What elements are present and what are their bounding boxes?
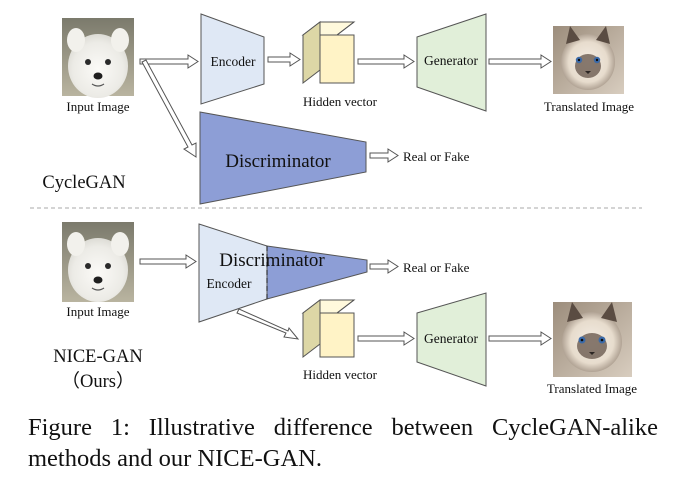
real-or-fake-label-top: Real or Fake xyxy=(403,149,470,164)
hidden-vector-cube-bottom xyxy=(301,298,356,359)
discriminator-head-bottom xyxy=(266,245,368,300)
translated-image-label-bottom: Translated Image xyxy=(547,381,637,396)
arrow-discriminator-to-output-bottom xyxy=(369,259,399,274)
input-dog-image-top xyxy=(62,18,134,98)
translated-cat-image-top xyxy=(553,26,624,94)
figure-caption: Figure 1: Illustrative difference betwee… xyxy=(28,414,658,472)
method-label-top: CycleGAN xyxy=(42,173,125,193)
arrow-discriminator-to-output-top xyxy=(369,148,399,163)
hidden-vector-label-bottom: Hidden vector xyxy=(303,367,378,382)
real-or-fake-label-bottom: Real or Fake xyxy=(403,260,470,275)
arrow-generator-to-output-top xyxy=(488,54,552,69)
method-label-bottom: NICE-GAN xyxy=(53,347,142,367)
encoder-block-bottom xyxy=(198,223,268,323)
method-sublabel-bottom: （Ours） xyxy=(62,371,135,392)
architecture-diagram: Input Image Encoder Hidden vector Genera… xyxy=(30,13,642,396)
encoder-block-top xyxy=(200,13,265,105)
discriminator-label-bottom: Discriminator xyxy=(219,250,325,271)
translated-image-label-top: Translated Image xyxy=(544,99,634,114)
arrow-generator-to-output-bottom xyxy=(488,331,552,346)
arrow-encoder-to-hidden-top xyxy=(267,52,301,67)
generator-block-bottom xyxy=(416,292,487,387)
input-image-label-top: Input Image xyxy=(66,99,129,114)
arrow-hidden-to-generator-bottom xyxy=(357,331,415,346)
encoder-label-top: Encoder xyxy=(211,54,256,69)
translated-cat-image-bottom xyxy=(553,302,632,377)
arrow-encoder-to-hidden-bottom xyxy=(236,308,300,340)
encoder-label-bottom: Encoder xyxy=(207,276,252,291)
generator-label-top: Generator xyxy=(424,53,478,68)
hidden-vector-label-top: Hidden vector xyxy=(303,94,378,109)
generator-block-top xyxy=(416,13,487,112)
input-image-label-bottom: Input Image xyxy=(66,304,129,319)
arrow-hidden-to-generator-top xyxy=(357,54,415,69)
arrow-input-to-discriminator-top xyxy=(141,59,197,158)
generator-label-bottom: Generator xyxy=(424,331,478,346)
input-dog-image-bottom xyxy=(62,222,134,302)
discriminator-label-top: Discriminator xyxy=(225,151,331,172)
discriminator-block-top xyxy=(199,111,367,205)
hidden-vector-cube-top xyxy=(301,20,356,85)
arrow-input-to-encoder-bottom xyxy=(139,254,197,269)
